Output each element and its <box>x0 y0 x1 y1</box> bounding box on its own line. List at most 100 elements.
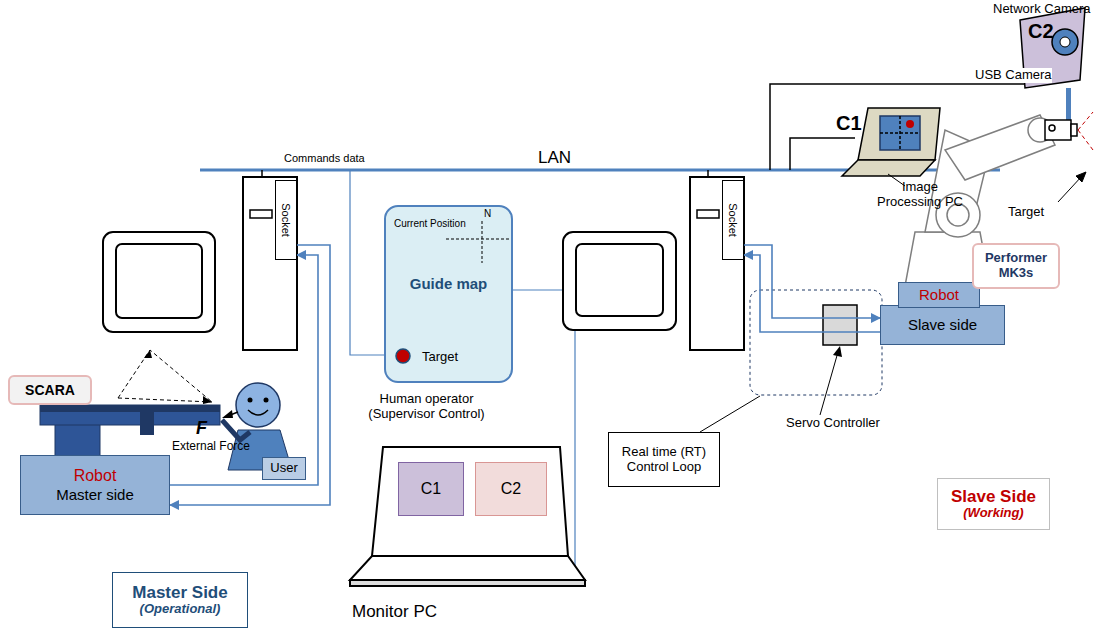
node-text: Performer MK3s <box>976 251 1056 281</box>
node-text: C1 <box>421 480 441 498</box>
signal-connector <box>744 245 880 318</box>
user-figure-part <box>264 398 269 403</box>
network-camera-part <box>1066 88 1071 122</box>
image-processing-laptop-part <box>899 116 901 150</box>
lan-bus-part <box>790 138 855 170</box>
scara-robot-part <box>40 405 220 425</box>
robot-arm-part <box>945 115 1055 180</box>
node-text: (Working) <box>963 506 1023 521</box>
node-text: C2 <box>501 480 521 498</box>
device-label: Image Processing PC <box>870 180 970 210</box>
device-label: Servo Controller <box>786 416 880 431</box>
target-label: Target <box>1008 205 1044 220</box>
target-arrow <box>1058 172 1086 202</box>
scara-robot-part <box>40 405 220 412</box>
node-text: Robot <box>919 286 959 303</box>
monitor-laptop-part <box>372 447 568 556</box>
user-figure-part <box>248 398 253 403</box>
note-box: Real time (RT) Control Loop <box>608 432 720 487</box>
node-text: User <box>270 461 297 476</box>
model-box: Performer MK3s <box>972 243 1060 289</box>
scara-robot-part <box>118 350 212 402</box>
guide-map: Current Position N Guide mapTarget <box>384 205 513 383</box>
lan-bus-part <box>707 170 709 177</box>
node-text: Slave side <box>908 316 977 333</box>
side-title-box: Master Side(Operational) <box>112 572 248 628</box>
node-text: Robot <box>74 467 117 485</box>
node-text: SCARA <box>25 382 75 398</box>
socket-strip: Socket <box>722 180 744 260</box>
bus-label: Commands data <box>284 152 365 165</box>
side-title-box: Slave Side(Working) <box>937 478 1050 530</box>
monitor-laptop-part <box>350 556 585 580</box>
node-text: Socket <box>727 203 740 237</box>
target-arrow-part <box>1058 176 1082 202</box>
left-workstation-part <box>243 177 297 350</box>
signal-connector <box>170 255 318 485</box>
user-figure-part <box>222 410 233 418</box>
screen-panel: C2 <box>475 462 547 516</box>
scara-box: SCARA <box>8 375 92 405</box>
role-label: Human operator (Supervisor Control) <box>354 392 499 422</box>
image-processing-laptop-part <box>858 108 940 160</box>
node-text: Target <box>422 350 458 365</box>
lan-bus <box>200 84 1030 177</box>
socket-strip: Socket <box>275 180 297 260</box>
robot-arm-part <box>1071 124 1077 136</box>
robot-arm-part <box>1045 120 1071 140</box>
lan-bus-part <box>261 170 263 177</box>
monitor-laptop <box>350 447 585 586</box>
signal-connector <box>744 255 880 332</box>
device-label: Monitor PC <box>352 602 437 622</box>
monitor-laptop-part <box>350 580 585 586</box>
servo-controller-part <box>833 346 842 357</box>
right-workstation <box>563 177 744 350</box>
right-workstation-part <box>563 232 676 330</box>
network-camera-part <box>1052 29 1078 55</box>
camera-view-part <box>1078 112 1093 130</box>
servo-controller <box>700 290 882 432</box>
target-arrow-part <box>1076 172 1086 182</box>
network-camera <box>1020 8 1085 122</box>
node-text: Current Position <box>394 218 466 230</box>
servo-controller-part <box>820 352 838 415</box>
right-workstation-part <box>697 210 719 218</box>
scara-robot-part <box>144 350 152 358</box>
camera-view <box>1078 112 1093 150</box>
scara-robot-part <box>140 405 154 435</box>
scara-robot-part <box>118 398 212 402</box>
node-text: Master Side <box>132 583 227 603</box>
device-label: Network Camera <box>993 2 1091 17</box>
scara-robot-part <box>203 396 212 404</box>
servo-controller-part <box>823 305 857 345</box>
servo-controller-part <box>700 396 760 432</box>
screen-panel: C1 <box>398 462 464 516</box>
node-text: Guide map <box>386 275 511 292</box>
signal-connector <box>170 245 330 505</box>
user-box: User <box>262 457 306 480</box>
device-label: USB Camera <box>975 68 1052 83</box>
map-mark <box>446 239 510 240</box>
node-text: Master side <box>56 486 134 503</box>
camera-view-part <box>1078 130 1093 150</box>
bus-label: LAN <box>538 148 571 168</box>
force-symbol: F <box>196 418 207 439</box>
force-label: External Force <box>172 440 250 454</box>
image-processing-laptop-part <box>842 160 935 176</box>
left-workstation-part <box>116 244 202 318</box>
node-text: Socket <box>280 203 293 237</box>
user-figure-part <box>248 410 268 415</box>
map-mark <box>482 221 483 263</box>
node-text: Real time (RT) Control Loop <box>613 445 715 475</box>
image-processing-laptop-part <box>880 116 920 150</box>
left-workstation-part <box>103 232 215 332</box>
node-text: N <box>484 208 491 220</box>
robot-tag: Robot <box>898 282 980 308</box>
camera-id: C2 <box>1028 20 1054 43</box>
node-text: (Operational) <box>140 602 221 617</box>
right-workstation-part <box>576 244 663 316</box>
left-workstation-part <box>250 210 272 218</box>
left-workstation <box>103 177 297 350</box>
master-robot-box: RobotMaster side <box>20 455 170 515</box>
